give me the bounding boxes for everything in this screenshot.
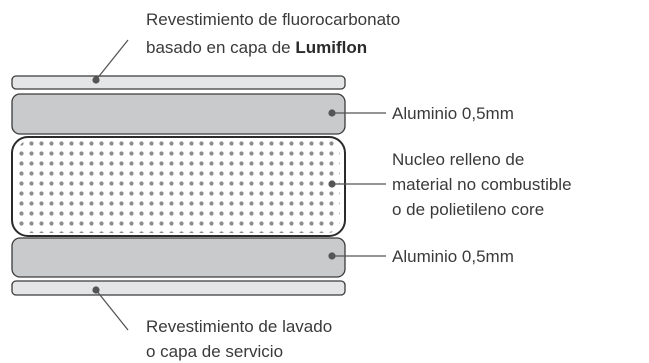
bottom-coating-leader (92, 286, 129, 331)
lumiflon-brand: Lumiflon (295, 38, 367, 57)
top-coating-label-prefix: basado en capa de (146, 38, 295, 57)
bottom-coating-label-line1: Revestimiento de lavado (146, 317, 332, 336)
aluminium-bottom-label: Aluminio 0,5mm (392, 247, 514, 266)
aluminium-top-label: Aluminio 0,5mm (392, 104, 514, 123)
aluminium-bottom-layer (11, 237, 346, 278)
top-coating-layer (11, 75, 346, 90)
aluminium-top-leader (328, 109, 386, 117)
aluminium-bottom-leader (328, 252, 386, 260)
core-label-line2: material no combustible (392, 175, 572, 194)
core-label-line3: o de polietileno core (392, 200, 544, 219)
core-leader (328, 180, 386, 188)
core-dot-pattern (18, 140, 340, 233)
top-coating-label-line2: basado en capa de Lumiflon (146, 38, 367, 57)
top-coating-label-line1: Revestimiento de fluorocarbonato (146, 10, 400, 29)
bottom-coating-layer (11, 280, 346, 296)
bottom-coating-label-line2: o capa de servicio (146, 342, 283, 361)
aluminium-top-layer (11, 93, 346, 135)
top-coating-leader (92, 39, 129, 84)
core-label-line1: Nucleo relleno de (392, 150, 524, 169)
